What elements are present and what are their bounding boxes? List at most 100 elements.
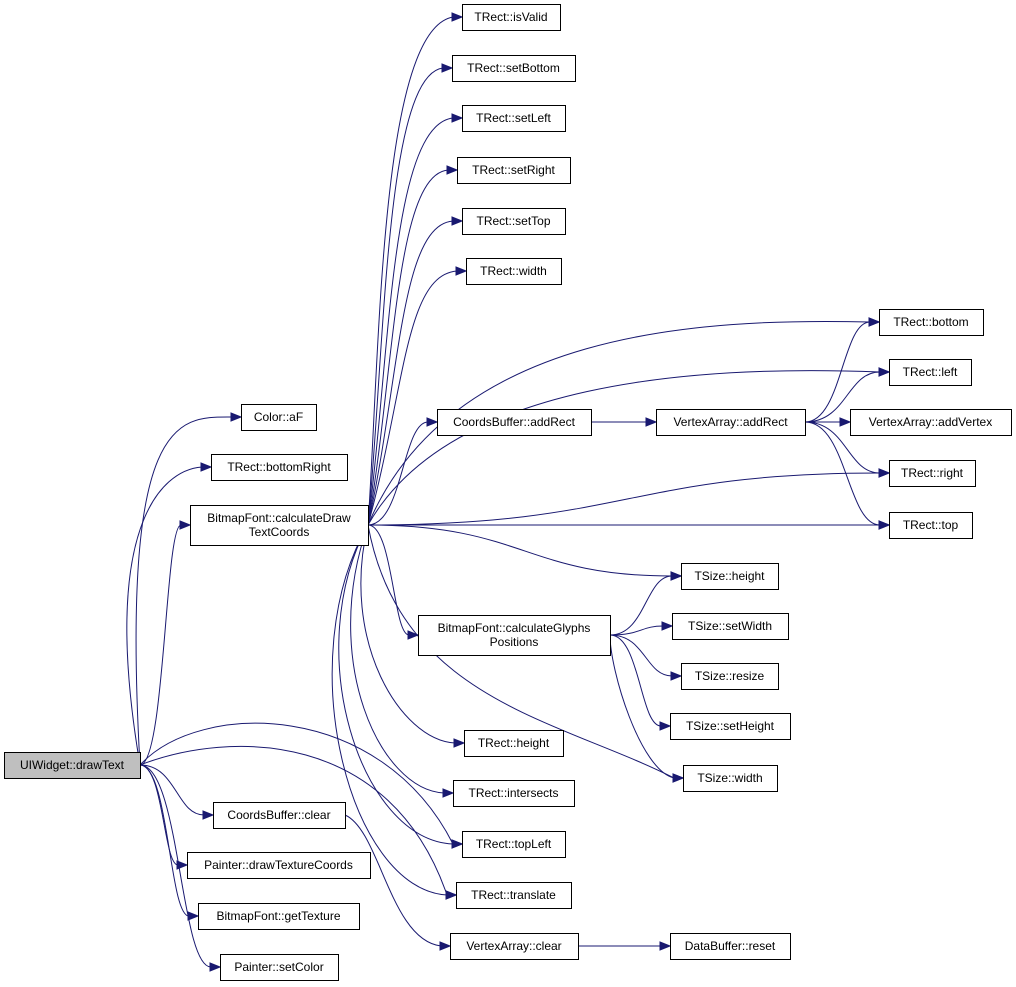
- arrowhead-calcDraw-to-setRight: [446, 165, 459, 175]
- edge-vaAddRect-to-rBottom: [804, 321, 871, 423]
- node-sWidth[interactable]: TSize::width: [683, 765, 778, 792]
- node-box[interactable]: [683, 765, 778, 792]
- node-label: TextCoords: [249, 525, 310, 539]
- node-label: TRect::topLeft: [476, 837, 552, 851]
- node-box[interactable]: [457, 157, 571, 184]
- edge-calcDraw-to-intersects: [350, 524, 445, 794]
- node-box[interactable]: [462, 208, 566, 235]
- node-box[interactable]: [850, 409, 1012, 436]
- node-label: Color::aF: [254, 410, 303, 424]
- node-box[interactable]: [211, 454, 348, 481]
- node-box[interactable]: [889, 512, 973, 539]
- node-intersects[interactable]: TRect::intersects: [453, 780, 575, 807]
- node-box[interactable]: [4, 752, 141, 779]
- node-box[interactable]: [670, 933, 791, 960]
- node-label: Painter::drawTextureCoords: [204, 858, 353, 872]
- node-setBottom[interactable]: TRect::setBottom: [452, 55, 576, 82]
- node-sResize[interactable]: TSize::resize: [681, 663, 779, 690]
- node-box[interactable]: [656, 409, 806, 436]
- node-setLeft[interactable]: TRect::setLeft: [462, 105, 566, 132]
- node-box[interactable]: [462, 105, 566, 132]
- arrowhead-vaAddRect-to-rLeft: [878, 367, 891, 377]
- arrowhead-root-to-colorAF: [230, 412, 243, 422]
- arrowhead-calcDraw-to-calcGlyphs: [407, 630, 420, 640]
- node-bottomRight[interactable]: TRect::bottomRight: [211, 454, 348, 481]
- node-box[interactable]: [437, 409, 592, 436]
- node-label: TRect::width: [480, 264, 547, 278]
- node-box[interactable]: [456, 882, 572, 909]
- node-box[interactable]: [450, 933, 579, 960]
- node-box[interactable]: [681, 563, 779, 590]
- edge-root-to-calcDraw: [139, 524, 182, 766]
- node-rheight[interactable]: TRect::height: [464, 730, 564, 757]
- node-sHeight[interactable]: TSize::height: [681, 563, 779, 590]
- node-box[interactable]: [187, 852, 371, 879]
- node-box[interactable]: [889, 359, 972, 386]
- node-label: TRect::setRight: [472, 163, 555, 177]
- node-getTex[interactable]: BitmapFont::getTexture: [198, 903, 360, 930]
- edge-root-to-bottomRight: [126, 466, 203, 766]
- arrowhead-calcDraw-to-setTop: [451, 216, 464, 226]
- node-rTop[interactable]: TRect::top: [889, 512, 973, 539]
- node-box[interactable]: [670, 713, 791, 740]
- node-setRight[interactable]: TRect::setRight: [457, 157, 571, 184]
- edge-calcDraw-to-translate: [331, 524, 448, 896]
- node-vaAddRect[interactable]: VertexArray::addRect: [656, 409, 806, 436]
- arrowhead-calcGlyphs-to-sResize: [670, 671, 683, 681]
- arrowhead-vaAddRect-to-rBottom: [868, 317, 881, 327]
- node-setColor[interactable]: Painter::setColor: [220, 954, 339, 981]
- node-box[interactable]: [452, 55, 576, 82]
- node-box[interactable]: [453, 780, 575, 807]
- node-box[interactable]: [889, 460, 976, 487]
- node-rBottom[interactable]: TRect::bottom: [879, 309, 984, 336]
- node-rRight[interactable]: TRect::right: [889, 460, 976, 487]
- node-box[interactable]: [462, 831, 566, 858]
- node-box[interactable]: [466, 258, 562, 285]
- node-colorAF[interactable]: Color::aF: [241, 404, 317, 431]
- node-sSetWidth[interactable]: TSize::setWidth: [672, 613, 789, 640]
- node-label: BitmapFont::calculateGlyphs: [438, 621, 591, 635]
- node-rLeft[interactable]: TRect::left: [889, 359, 972, 386]
- node-box[interactable]: [241, 404, 317, 431]
- node-coordsClear[interactable]: CoordsBuffer::clear: [213, 802, 346, 829]
- node-root[interactable]: UIWidget::drawText: [4, 752, 141, 779]
- node-rwidth[interactable]: TRect::width: [466, 258, 562, 285]
- node-label: TRect::translate: [471, 888, 556, 902]
- arrowhead-vaClear-to-dbReset: [659, 941, 672, 951]
- node-box[interactable]: [672, 613, 789, 640]
- arrowhead-vaAddRect-to-rTop: [878, 520, 891, 530]
- node-box[interactable]: [879, 309, 984, 336]
- arrowhead-calcGlyphs-to-sSetWidth: [661, 621, 674, 631]
- node-box[interactable]: [681, 663, 779, 690]
- node-box[interactable]: [464, 730, 564, 757]
- node-topLeft[interactable]: TRect::topLeft: [462, 831, 566, 858]
- node-box[interactable]: [220, 954, 339, 981]
- node-dbReset[interactable]: DataBuffer::reset: [670, 933, 791, 960]
- node-label: CoordsBuffer::clear: [227, 808, 330, 822]
- arrowhead-calcDraw-to-setLeft: [451, 113, 464, 123]
- node-vaAddVertex[interactable]: VertexArray::addVertex: [850, 409, 1012, 436]
- node-sSetHeight[interactable]: TSize::setHeight: [670, 713, 791, 740]
- node-label: UIWidget::drawText: [20, 758, 125, 772]
- node-box[interactable]: [198, 903, 360, 930]
- node-translate[interactable]: TRect::translate: [456, 882, 572, 909]
- node-box[interactable]: [190, 505, 369, 546]
- node-cbAddRect[interactable]: CoordsBuffer::addRect: [437, 409, 592, 436]
- node-box[interactable]: [213, 802, 346, 829]
- edge-root-to-topLeft: [139, 722, 454, 845]
- edge-calcDraw-to-isValid: [367, 16, 454, 526]
- arrowhead-root-to-coordsClear: [202, 810, 215, 820]
- node-label: VertexArray::addRect: [673, 415, 788, 429]
- node-label: TRect::left: [903, 365, 958, 379]
- node-box[interactable]: [462, 4, 561, 31]
- node-box[interactable]: [418, 615, 611, 656]
- node-label: TSize::setHeight: [686, 719, 775, 733]
- node-vaClear[interactable]: VertexArray::clear: [450, 933, 579, 960]
- node-drawTex[interactable]: Painter::drawTextureCoords: [187, 852, 371, 879]
- node-setTop[interactable]: TRect::setTop: [462, 208, 566, 235]
- edge-coordsClear-to-vaClear: [344, 814, 442, 947]
- node-isValid[interactable]: TRect::isValid: [462, 4, 561, 31]
